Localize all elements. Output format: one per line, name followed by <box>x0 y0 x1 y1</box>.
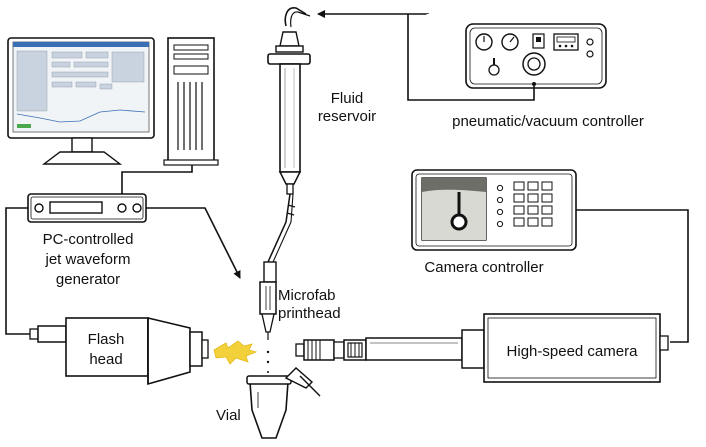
label-pneumatic-controller: pneumatic/vacuum controller <box>452 113 644 130</box>
label-generator-2: jet waveform <box>44 251 130 268</box>
camera-controller <box>411 169 577 251</box>
pressure-line <box>317 10 429 74</box>
label-generator-1: PC-controlled <box>43 231 134 248</box>
pneumatic-controller <box>465 23 607 89</box>
microfab-printhead <box>259 261 277 373</box>
label-flash-head-2: head <box>89 351 122 368</box>
flash-head <box>29 316 209 386</box>
generator-printhead-cable <box>146 207 241 279</box>
label-camera-controller: Camera controller <box>424 259 543 276</box>
computer-monitor <box>7 37 155 165</box>
vial <box>246 367 321 439</box>
label-flash-head-1: Flash <box>88 331 125 348</box>
pc-generator-cable <box>121 165 193 206</box>
pc-tower <box>163 37 219 166</box>
label-generator-3: generator <box>56 271 120 288</box>
window-title-bar <box>13 42 149 47</box>
label-microfab-1: Microfab <box>278 287 336 304</box>
label-high-speed-camera: High-speed camera <box>507 343 639 360</box>
high-speed-camera <box>295 313 669 383</box>
label-vial: Vial <box>216 407 241 424</box>
generator-flash-cable <box>5 207 30 335</box>
flash-burst <box>213 340 258 365</box>
controller-camera-cable <box>576 209 689 343</box>
fluid-reservoir <box>267 31 311 195</box>
label-fluid-reservoir-1: Fluid <box>331 90 364 107</box>
waveform-generator <box>27 193 147 223</box>
label-fluid-reservoir-2: reservoir <box>318 108 376 125</box>
label-microfab-2: printhead <box>278 305 341 322</box>
